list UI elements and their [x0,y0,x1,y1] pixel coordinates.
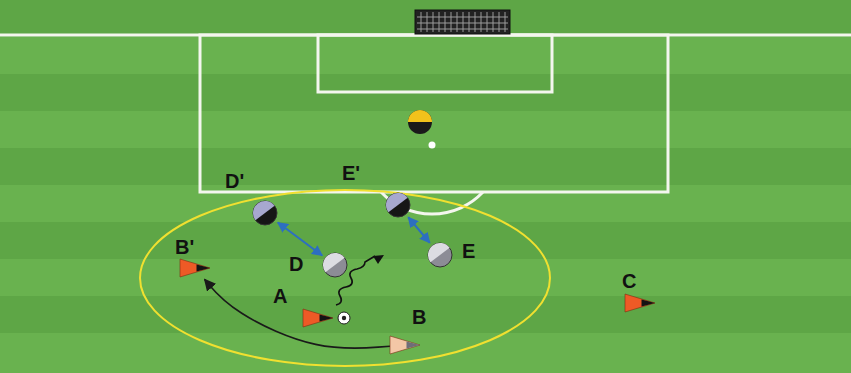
player-label: E [462,240,475,263]
marker-shape [303,306,333,330]
player-label: D' [225,170,244,193]
movement-arrow [278,223,322,256]
player-label: A [273,285,287,308]
penalty-spot [429,142,436,149]
marker-shape [322,252,348,278]
cone-marker: B' [180,256,210,280]
player-label: E' [342,162,360,185]
marker-shape [180,256,210,280]
player-marker: E [427,242,453,268]
pitch-lines [0,35,851,214]
player-label: B [412,306,426,329]
marker-shape [390,333,420,357]
goalkeeper [408,110,432,134]
marker-shape [385,192,411,218]
cone-marker: C [625,291,655,315]
movement-arrow [205,279,390,348]
cone-marker: A [303,306,333,330]
player-marker: D' [252,200,278,226]
player-label: B' [175,236,194,259]
marker-shape [252,200,278,226]
player-marker: D [322,252,348,278]
cone-marker: B [390,333,420,357]
player-label: D [289,253,303,276]
marker-shape [427,242,453,268]
marker-shape [625,291,655,315]
movement-arrow [408,217,429,242]
player-label: C [622,270,636,293]
ball [338,312,350,324]
zone-ellipse [140,190,550,366]
player-marker: E' [385,192,411,218]
goal [415,10,510,34]
